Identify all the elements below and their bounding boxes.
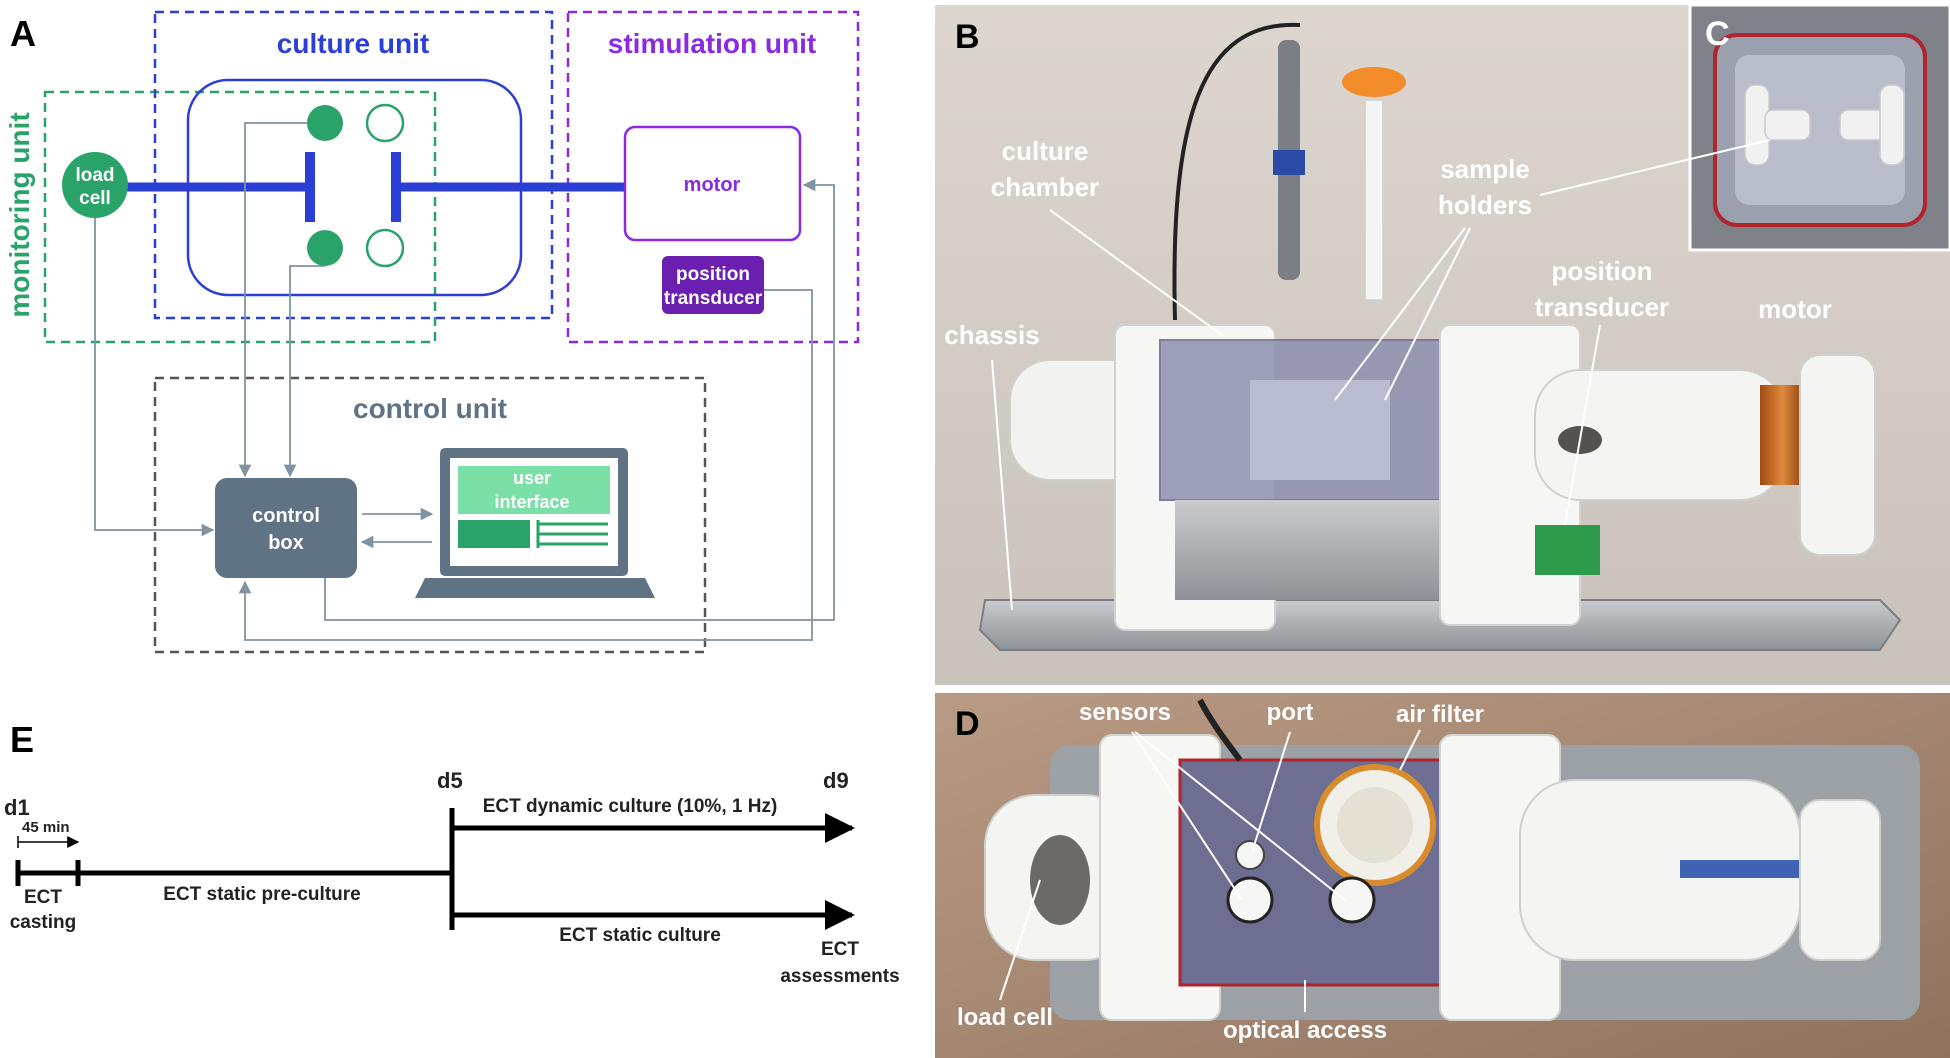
- control-box-label-1: control: [252, 505, 320, 527]
- panel-c-photo: C: [1539, 3, 1950, 252]
- photo-b-label-culture-chamber-2: chamber: [991, 172, 1099, 202]
- timeline-assessments-label-1: ECT: [821, 939, 859, 960]
- sensor-open-bottom: [365, 228, 405, 268]
- photo-c-callout-line: [1539, 139, 1771, 196]
- panel-label-e: E: [10, 719, 34, 760]
- culture-unit-title: culture unit: [277, 28, 429, 59]
- photo-b-label-chassis: chassis: [944, 320, 1039, 350]
- timeline-casting-label-2: casting: [10, 912, 77, 933]
- connector-control-motor: [324, 178, 835, 621]
- position-transducer-label-2: transducer: [664, 288, 763, 309]
- sensor-filled-bottom: [307, 230, 343, 266]
- signal-connectors: [94, 122, 835, 641]
- photo-d-label-optical-access: optical access: [1223, 1017, 1387, 1044]
- motor-box: [623, 125, 802, 242]
- user-interface-label-1: user: [513, 468, 551, 488]
- panel-e-timeline: E d1 d5 d9 45 min ECT casting ECT static…: [4, 719, 900, 987]
- photo-d-label-air-filter: air filter: [1396, 701, 1484, 728]
- photo-d-label-load-cell: load cell: [957, 1004, 1053, 1031]
- photo-d-label-port: port: [1267, 699, 1314, 726]
- panel-label-c: C: [1705, 15, 1730, 53]
- control-box: [215, 478, 357, 578]
- photo-b-label-sample-holders-2: holders: [1438, 190, 1532, 220]
- panel-a-schematic: A culture unit stimulation unit control …: [4, 10, 860, 654]
- load-cell-label-1: load: [75, 165, 114, 186]
- panel-label-a: A: [10, 13, 36, 54]
- photo-d-port-2: [1328, 876, 1376, 924]
- connector-sensor-bottom-control: [283, 265, 325, 478]
- connector-sensor-top-control: [238, 122, 307, 478]
- photo-d-port-3: [1235, 840, 1265, 870]
- monitoring-unit-title: monitoring unit: [4, 112, 35, 317]
- timeline-day-d9: d9: [823, 768, 849, 793]
- timeline-assessments-label-2: assessments: [780, 966, 899, 987]
- connector-loadcell-control: [94, 218, 215, 537]
- photo-b-base-block: [1175, 500, 1455, 600]
- position-transducer-box: [662, 256, 764, 314]
- photo-b-label-culture-chamber-1: culture: [1002, 136, 1089, 166]
- panel-b-photo: B culture chamber sample holders positio…: [935, 5, 1950, 685]
- control-box-label-2: box: [268, 532, 304, 554]
- photo-b-label-position-transducer-1: position: [1551, 256, 1652, 286]
- motor-label: motor: [684, 174, 741, 196]
- laptop-icon: [415, 448, 655, 598]
- sensor-filled-top: [307, 105, 343, 141]
- photo-b-callout-lines: [991, 209, 1601, 611]
- panel-label-b: B: [955, 18, 980, 56]
- control-unit-box: [153, 376, 707, 654]
- photo-d-callout-lines: [999, 729, 1421, 1012]
- culture-unit-box: [153, 10, 554, 320]
- photo-d-motor-end: [1799, 799, 1881, 961]
- timeline-duration-label: 45 min: [22, 819, 70, 836]
- photo-b-label-position-transducer-2: transducer: [1535, 292, 1669, 322]
- photo-b-motor-end: [1799, 354, 1876, 556]
- monitoring-unit-box: [43, 90, 437, 344]
- timeline-dynamic-culture-label: ECT dynamic culture (10%, 1 Hz): [483, 796, 778, 817]
- control-unit-title: control unit: [353, 393, 507, 424]
- photo-d-label-sensors: sensors: [1079, 699, 1171, 726]
- timeline-static-preculture-label: ECT static pre-culture: [163, 884, 360, 905]
- photo-b-chamber-window: [1250, 380, 1390, 480]
- stimulation-unit-box: [566, 10, 860, 344]
- position-transducer-label-1: position: [676, 264, 750, 285]
- panel-d-photo: D sensors port air filter load cell opti…: [935, 693, 1950, 1058]
- timeline-day-d1: d1: [4, 795, 30, 820]
- photo-b-motor-coil: [1760, 385, 1805, 485]
- user-interface-label-2: interface: [494, 492, 569, 512]
- holder-plate-right: [391, 152, 401, 222]
- photo-b-transducer: [1535, 525, 1600, 575]
- connector-transducer-control: [238, 289, 813, 641]
- photo-d-port-1: [1226, 876, 1274, 924]
- timeline-casting-label-1: ECT: [24, 887, 62, 908]
- photo-b-air-filter: [1342, 67, 1406, 97]
- stimulation-unit-title: stimulation unit: [608, 28, 816, 59]
- photo-b-cable: [1172, 22, 1301, 321]
- photo-c-sample-holders: [1744, 84, 1905, 166]
- timeline-day-d5: d5: [437, 768, 463, 793]
- sensor-open-top: [365, 103, 405, 143]
- load-cell-node: [62, 152, 128, 218]
- timeline-static-culture-label: ECT static culture: [559, 925, 721, 946]
- photo-b-label-sample-holders-1: sample: [1440, 154, 1530, 184]
- photo-b-label-motor: motor: [1758, 294, 1832, 324]
- load-cell-label-2: cell: [79, 188, 111, 209]
- photo-b-air-tube: [1364, 99, 1384, 301]
- photo-d-cable: [1197, 698, 1243, 762]
- panel-label-d: D: [955, 705, 980, 743]
- holder-plate-left: [305, 152, 315, 222]
